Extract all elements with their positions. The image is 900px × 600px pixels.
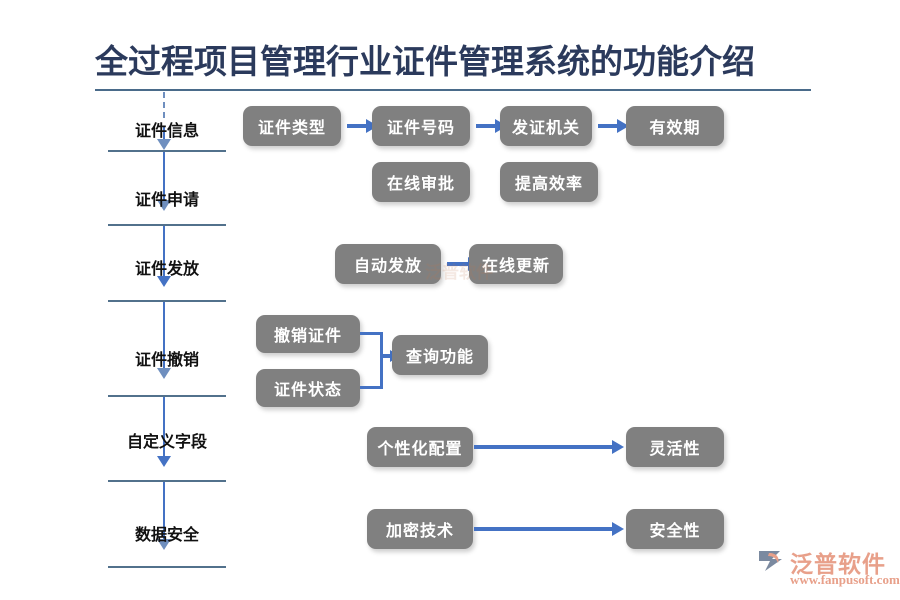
flow-arrow-1 xyxy=(157,139,171,150)
node-validity-period[interactable]: 有效期 xyxy=(626,106,724,146)
page-title: 全过程项目管理行业证件管理系统的功能介绍 xyxy=(95,43,755,80)
arrow-row1-2 xyxy=(476,119,507,133)
flow-arrow-4 xyxy=(157,368,171,379)
arrow-row5 xyxy=(474,440,624,454)
node-query-function[interactable]: 查询功能 xyxy=(392,335,488,375)
swoosh-icon xyxy=(759,551,782,571)
node-online-update[interactable]: 在线更新 xyxy=(469,244,563,284)
node-encryption-tech[interactable]: 加密技术 xyxy=(367,509,473,549)
node-auto-issue[interactable]: 自动发放 xyxy=(335,244,441,284)
stage-label-4: 证件撤销 xyxy=(134,352,199,369)
stage-divider-6 xyxy=(108,566,226,568)
stage-divider-4 xyxy=(108,395,226,397)
flow-line-seg-2 xyxy=(163,152,165,202)
flow-line-dashed xyxy=(163,92,165,118)
flow-arrow-2 xyxy=(157,200,171,211)
brand-logo: 泛普软件 www.fanpusoft.com xyxy=(756,545,900,595)
node-security[interactable]: 安全性 xyxy=(626,509,724,549)
node-revoke-certificate[interactable]: 撤销证件 xyxy=(256,315,360,353)
flow-arrow-6 xyxy=(157,539,171,550)
arrow-merge-out xyxy=(380,350,400,362)
logo-name: 泛普软件 xyxy=(790,551,886,577)
flow-arrow-3 xyxy=(157,276,171,287)
arrow-row3-1 xyxy=(447,257,480,271)
stage-divider-1 xyxy=(108,150,226,152)
stage-label-2: 证件申请 xyxy=(134,192,199,209)
flow-line-seg-4 xyxy=(163,302,165,370)
title-underline xyxy=(95,89,811,91)
stage-label-1: 证件信息 xyxy=(134,123,199,140)
stage-label-3: 证件发放 xyxy=(134,261,199,278)
node-improve-efficiency[interactable]: 提高效率 xyxy=(500,162,598,202)
flow-line-seg-3 xyxy=(163,226,165,276)
merge-stub-bottom xyxy=(360,386,383,389)
stage-label-6: 数据安全 xyxy=(134,527,199,544)
node-certificate-status[interactable]: 证件状态 xyxy=(256,369,360,407)
node-custom-config[interactable]: 个性化配置 xyxy=(367,427,473,467)
merge-spine xyxy=(380,332,383,389)
node-flexibility[interactable]: 灵活性 xyxy=(626,427,724,467)
arrow-row1-1 xyxy=(347,119,378,133)
logo-url: www.fanpusoft.com xyxy=(790,572,900,587)
stage-divider-3 xyxy=(108,300,226,302)
stage-divider-5 xyxy=(108,480,226,482)
node-online-approval[interactable]: 在线审批 xyxy=(372,162,470,202)
flow-arrow-5 xyxy=(157,456,171,467)
node-certificate-type[interactable]: 证件类型 xyxy=(243,106,341,146)
node-certificate-number[interactable]: 证件号码 xyxy=(372,106,470,146)
arrow-row1-3 xyxy=(598,119,629,133)
merge-stub-top xyxy=(360,332,383,335)
node-issuing-authority[interactable]: 发证机关 xyxy=(500,106,592,146)
flow-line-seg-5 xyxy=(163,397,165,457)
flow-line-seg-1 xyxy=(163,126,165,141)
stage-divider-2 xyxy=(108,224,226,226)
arrow-row6 xyxy=(474,522,624,536)
stage-label-5: 自定义字段 xyxy=(126,434,207,451)
flow-line-seg-6 xyxy=(163,482,165,540)
